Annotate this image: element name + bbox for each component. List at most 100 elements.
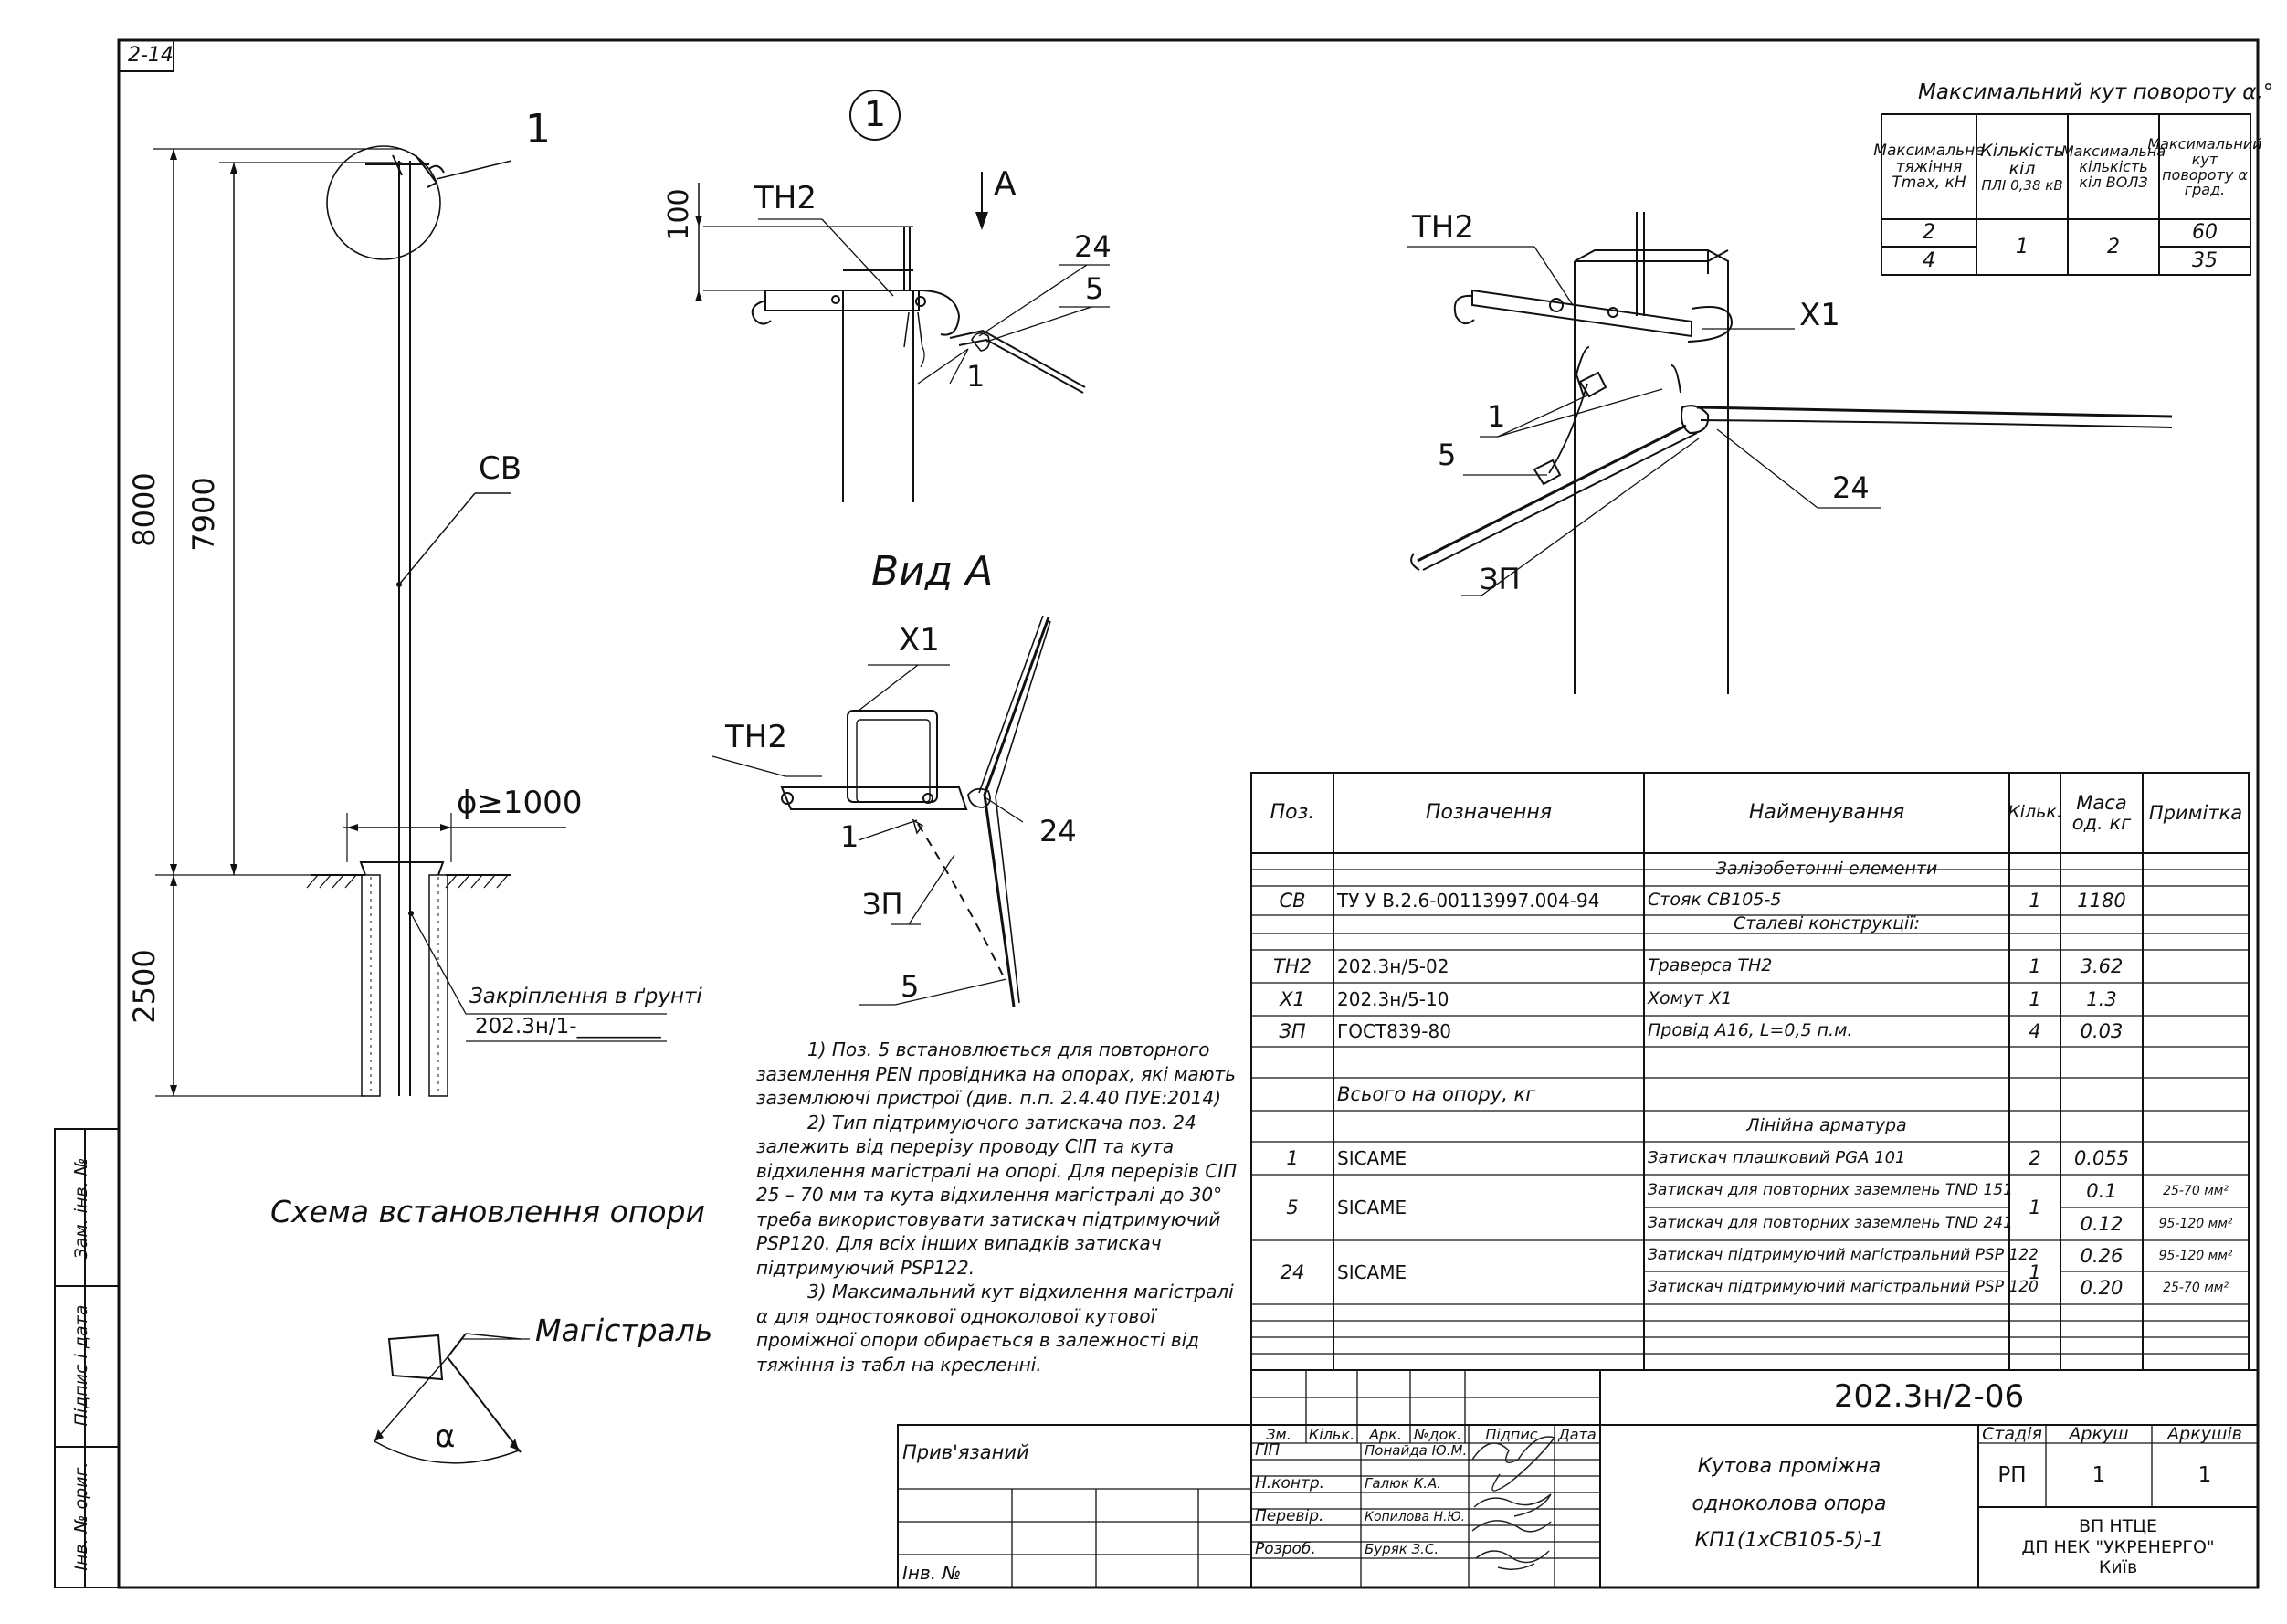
spec-cell-pos: 5 — [1286, 1196, 1299, 1218]
angle-row-1-angle: 60 — [2192, 221, 2218, 245]
title-person: Понайда Ю.М. — [1365, 1442, 1468, 1460]
side-stamp-lines — [54, 1128, 120, 1588]
callout-1: 1 — [525, 106, 551, 153]
iso-pos-24: 24 — [1832, 470, 1870, 505]
spec-cell-mass: 1.3 — [2086, 987, 2117, 1010]
side-stamp-signature-date: Підпис і дата — [71, 1304, 91, 1427]
side-stamp-replace-inv: Зам. інв. № — [71, 1157, 91, 1260]
spec-cell-name: Хомут Х1 — [1648, 988, 1733, 1009]
detail-1-pos-5: 5 — [1085, 271, 1104, 306]
anchoring-ref: 202.3н/1-________ — [475, 1015, 661, 1039]
angle-table-lines — [1881, 113, 2251, 276]
view-arrow-label: А — [994, 165, 1017, 203]
spec-cell-name: Провід А16, L=0,5 п.м. — [1648, 1020, 1853, 1041]
spec-cell-designation: ТУ У В.2.6-00113997.004-94 — [1337, 889, 1600, 912]
spec-cell-pos: 1 — [1286, 1146, 1299, 1169]
angle-header-tension: Максимальне тяжіння Тmax, кН — [1873, 141, 1985, 193]
spec-cell-designation: SICAME — [1337, 1260, 1407, 1283]
detail-1-pos-24: 24 — [1074, 229, 1112, 264]
drawing-title: Кутова проміжна одноколова опора КП1(1хС… — [1692, 1454, 1887, 1553]
sheets-label: Аркушів — [2167, 1423, 2242, 1444]
anchoring-label: Закріплення в ґрунті — [469, 985, 702, 1008]
spec-cell-pos: СВ — [1279, 889, 1306, 912]
spec-cell-qty: 2 — [2029, 1146, 2041, 1169]
title-person: Копилова Н.Ю. — [1365, 1509, 1466, 1524]
title-role: Перевір. — [1255, 1507, 1324, 1526]
spec-cell-designation: 202.3н/5-02 — [1337, 954, 1449, 977]
title-col-header: Дата — [1558, 1425, 1597, 1443]
spec-cell-note: 25-70 мм² — [2163, 1280, 2229, 1295]
dim-8000: 8000 — [127, 472, 162, 547]
spec-cell-pos: 24 — [1280, 1260, 1305, 1283]
spec-cell-designation: SICAME — [1337, 1146, 1407, 1169]
angle-fiber-value: 2 — [2107, 235, 2120, 258]
title-col-header: Підпис — [1485, 1425, 1538, 1443]
view-a-title: Вид А — [871, 548, 994, 595]
spec-section-steel: Сталеві конструкції: — [1733, 913, 1921, 934]
spec-cell-pos: ТН2 — [1273, 954, 1312, 977]
organization: ВП НТЦЕ ДП НЕК "УКРЕНЕРГО" Київ — [2021, 1515, 2215, 1578]
angle-table-title: Максимальний кут повороту α,° — [1918, 80, 2274, 104]
detail-1-number: 1 — [863, 94, 887, 134]
label-sv: СВ — [479, 450, 522, 487]
spec-cell-mass: 1180 — [2077, 889, 2126, 912]
angle-header-circuits: Кількість кіл ПЛІ 0,38 кВ — [1980, 140, 2064, 194]
spec-header-pos: Поз. — [1270, 801, 1315, 825]
title-col-header: Зм. — [1266, 1425, 1291, 1443]
sheet-id: 2-14 — [128, 44, 174, 67]
iso-view-geometry — [1407, 212, 2173, 694]
note-1: 1) Поз. 5 встановлюється для повторного … — [756, 1039, 1236, 1109]
spec-cell-name: Затискач плашковий PGA 101 — [1648, 1147, 1906, 1167]
title-role: ГІП — [1255, 1441, 1281, 1461]
main-line-label: Магістраль — [535, 1313, 713, 1348]
view-a-pos-1: 1 — [840, 819, 859, 854]
spec-cell-qty: 1 — [2029, 1260, 2041, 1283]
angle-row-2-angle: 35 — [2192, 248, 2218, 272]
stage-label: Стадія — [1982, 1423, 2042, 1444]
iso-pos-1: 1 — [1487, 399, 1506, 434]
spec-cell-mass: 0.12 — [2080, 1212, 2124, 1235]
spec-cell-designation: ГОСТ839-80 — [1337, 1019, 1451, 1042]
spec-cell-pos: Х1 — [1280, 987, 1305, 1010]
signature-scribbles — [1471, 1436, 1556, 1570]
view-a-x1: Х1 — [899, 622, 940, 659]
sheets-value: 1 — [2197, 1462, 2212, 1487]
title-block-lines — [897, 1369, 2259, 1588]
detail-1-th2: ТН2 — [754, 180, 817, 216]
spec-section-concrete: Залізобетонні елементи — [1715, 859, 1938, 880]
view-a-th2: ТН2 — [725, 719, 787, 755]
note-2: 2) Тип підтримуючого затискача поз. 24 з… — [756, 1111, 1238, 1279]
spec-cell-name: Затискач для повторних заземлень TND 151 — [1648, 1181, 2013, 1200]
angle-row-1-tension: 2 — [1923, 221, 1935, 245]
spec-header-name: Найменування — [1748, 801, 1905, 825]
spec-header-mass: Маса од. кг — [2071, 791, 2132, 834]
spec-cell-pos: ЗП — [1279, 1019, 1306, 1042]
dim-100: 100 — [663, 188, 695, 241]
spec-cell-mass: 0.26 — [2080, 1244, 2124, 1267]
view-a-pos-24: 24 — [1039, 814, 1077, 849]
stage-value: РП — [1997, 1462, 2027, 1487]
spec-cell-mass: 0.20 — [2080, 1276, 2124, 1299]
diameter-label: ϕ≥1000 — [457, 785, 583, 821]
spec-cell-name: Затискач для повторних заземлень TND 241 — [1648, 1214, 2013, 1233]
scheme-caption: Схема встановлення опори — [270, 1194, 705, 1229]
detail-1-pos-1: 1 — [966, 359, 985, 394]
linked-label: Прив'язаний — [902, 1441, 1029, 1463]
angle-row-2-tension: 4 — [1923, 248, 1935, 272]
spec-cell-qty: 1 — [2029, 1196, 2041, 1218]
spec-total-label: Всього на опору, кг — [1337, 1082, 1536, 1105]
spec-cell-qty: 1 — [2029, 889, 2041, 912]
sheet-label: Аркуш — [2069, 1423, 2129, 1444]
spec-header-note: Примітка — [2148, 801, 2243, 824]
note-3: 3) Максимальний кут відхилення магістрал… — [756, 1281, 1234, 1376]
title-col-header: Арк. — [1369, 1425, 1402, 1443]
detail-1-geometry — [695, 90, 1110, 502]
iso-x1: Х1 — [1799, 297, 1840, 333]
spec-cell-qty: 1 — [2029, 954, 2041, 977]
spec-cell-name: Затискач підтримуючий магістральний PSP … — [1648, 1278, 2039, 1297]
spec-table-lines — [1250, 772, 2250, 1371]
inv-no-label: Інв. № — [902, 1562, 962, 1584]
alpha-label: α — [435, 1418, 456, 1455]
angle-header-fiber: Максимальна кількість кіл ВОЛЗ — [2060, 142, 2166, 191]
